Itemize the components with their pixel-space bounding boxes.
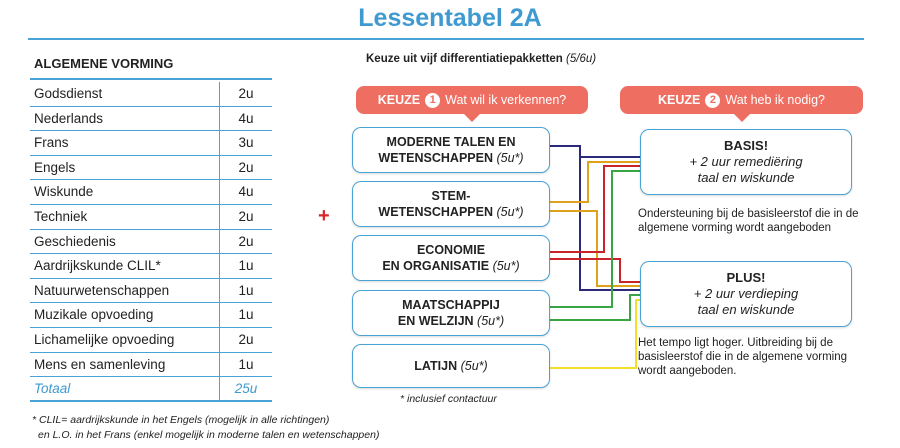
line-moderne-talen-basis xyxy=(550,145,640,158)
line-maatschappij-plus xyxy=(550,294,640,321)
line-maatschappij-basis xyxy=(550,170,640,308)
subject-row: Geschiedenis 2u xyxy=(30,229,272,255)
option-plus-line2: taal en wiskunde xyxy=(697,302,795,317)
keuze-heading-sub: (5/6u) xyxy=(566,53,597,65)
package-economie: ECONOMIE EN ORGANISATIE (5u*) xyxy=(352,235,550,281)
subject-row: Mens en samenleving 1u xyxy=(30,352,272,378)
subject-hours: 1u xyxy=(238,307,254,323)
package-hours: (5u*) xyxy=(477,314,505,328)
option-basis-line2: taal en wiskunde xyxy=(697,170,795,185)
keuze-heading-text: Keuze uit vijf differentiatiepakketten xyxy=(366,53,563,65)
subject-hours: 2u xyxy=(238,208,254,224)
subject-row: Natuurwetenschappen 1u xyxy=(30,278,272,304)
subject-hours: 2u xyxy=(238,233,254,249)
subject-row: Muzikale opvoeding 1u xyxy=(30,303,272,328)
subject-row: Godsdienst 2u xyxy=(30,82,272,107)
plus-sign: + xyxy=(318,205,330,227)
footnote-line1: * CLIL= aardrijkskunde in het Engels (mo… xyxy=(32,414,330,426)
keuze-heading: Keuze uit vijf differentiatiepakketten (… xyxy=(366,53,596,65)
subject-row: Wiskunde 4u xyxy=(30,180,272,205)
package-hours: (5u*) xyxy=(492,259,520,273)
total-row: Totaal 25u xyxy=(30,377,272,402)
package-line2: EN WELZIJN xyxy=(397,314,474,328)
package-line1: ECONOMIE xyxy=(416,243,486,257)
subject-row: Nederlands 4u xyxy=(30,106,272,132)
keuze-1-text: Wat wil ik verkennen? xyxy=(445,93,567,107)
package-line2: WETENSCHAPPEN xyxy=(378,151,493,165)
total-label: Totaal xyxy=(30,377,220,400)
keuze-1-label: KEUZE xyxy=(377,93,421,107)
subject-name: Engels xyxy=(30,155,220,180)
subject-hours: 2u xyxy=(238,331,254,347)
title-divider xyxy=(28,38,864,40)
subject-row: Frans 3u xyxy=(30,131,272,156)
line-stem-basis xyxy=(550,161,640,203)
subjects-table: Godsdienst 2u Nederlands 4u Frans 3u Engels… xyxy=(30,82,272,402)
option-plus-line1: + 2 uur verdieping xyxy=(693,286,799,301)
package-hours: (5u*) xyxy=(460,359,488,373)
footnote-line2: en L.O. in het Frans (enkel mogelijk in … xyxy=(38,429,380,441)
package-line2: LATIJN xyxy=(414,359,458,373)
subject-hours: 1u xyxy=(238,356,254,372)
line-stem-plus xyxy=(550,210,640,287)
package-hours: (5u*) xyxy=(496,205,524,219)
subject-name: Mens en samenleving xyxy=(30,352,220,377)
option-basis: BASIS! + 2 uur remediëring taal en wisku… xyxy=(640,129,852,195)
subject-hours: 4u xyxy=(238,184,254,200)
option-basis-description: Ondersteuning bij de basisleerstof die i… xyxy=(638,208,859,234)
subject-row: Engels 2u xyxy=(30,155,272,181)
keuze-1-tag: KEUZE 1 Wat wil ik verkennen? xyxy=(356,86,588,122)
subject-row: Lichamelijke opvoeding 2u xyxy=(30,327,272,353)
line-latijn-plus xyxy=(550,299,640,369)
line-economie-basis xyxy=(550,165,640,253)
option-basis-line1: + 2 uur remediëring xyxy=(689,154,803,169)
package-stem: STEM- WETENSCHAPPEN (5u*) xyxy=(352,181,550,227)
keuze-2-text: Wat heb ik nodig? xyxy=(725,93,825,107)
contact-note: * inclusief contactuur xyxy=(400,393,497,405)
line-economie-plus xyxy=(550,258,640,283)
subject-hours: 2u xyxy=(238,86,254,101)
option-plus: PLUS! + 2 uur verdieping taal en wiskund… xyxy=(640,261,852,327)
keuze-2-number-icon: 2 xyxy=(705,92,721,108)
package-line2: WETENSCHAPPEN xyxy=(378,205,493,219)
keuze-2-label: KEUZE xyxy=(658,93,701,107)
keuze-1-number-icon: 1 xyxy=(425,92,441,108)
subject-name: Geschiedenis xyxy=(30,229,220,254)
subject-hours: 1u xyxy=(238,282,254,298)
package-moderne-talen: MODERNE TALEN EN WETENSCHAPPEN (5u*) xyxy=(352,127,550,173)
subject-name: Techniek xyxy=(30,204,220,229)
page-title: Lessentabel 2A xyxy=(358,4,542,32)
package-line2: EN ORGANISATIE xyxy=(382,259,490,273)
subject-name: Lichamelijke opvoeding xyxy=(30,327,220,352)
package-line1: MAATSCHAPPIJ xyxy=(402,298,500,312)
subject-name: Muzikale opvoeding xyxy=(30,303,220,327)
subject-name: Godsdienst xyxy=(30,82,220,106)
subject-hours: 2u xyxy=(238,159,254,175)
subject-name: Aardrijkskunde CLIL* xyxy=(30,254,220,278)
total-hours: 25u xyxy=(234,381,258,397)
option-basis-title: BASIS! xyxy=(723,138,769,153)
keuze-2-tag: KEUZE 2 Wat heb ik nodig? xyxy=(620,86,863,122)
subject-row: Techniek 2u xyxy=(30,204,272,230)
package-maatschappij: MAATSCHAPPIJ EN WELZIJN (5u*) xyxy=(352,290,550,336)
subject-hours: 1u xyxy=(238,258,254,274)
package-latijn: LATIJN (5u*) xyxy=(352,344,550,388)
subject-name: Wiskunde xyxy=(30,180,220,204)
subject-name: Frans xyxy=(30,131,220,155)
option-plus-description: Het tempo ligt hoger. Uitbreiding bij de… xyxy=(638,337,848,377)
package-hours: (5u*) xyxy=(496,151,524,165)
subject-name: Nederlands xyxy=(30,106,220,131)
subject-name: Natuurwetenschappen xyxy=(30,278,220,303)
subject-hours: 3u xyxy=(238,135,254,151)
subject-row: Aardrijkskunde CLIL* 1u xyxy=(30,254,272,279)
subject-hours: 4u xyxy=(238,110,254,126)
algemene-vorming-heading: ALGEMENE VORMING xyxy=(34,56,174,71)
option-plus-title: PLUS! xyxy=(726,270,766,285)
algemene-vorming-divider xyxy=(30,78,272,80)
package-line1: STEM- xyxy=(431,189,471,203)
package-line1: MODERNE TALEN EN xyxy=(386,135,516,149)
